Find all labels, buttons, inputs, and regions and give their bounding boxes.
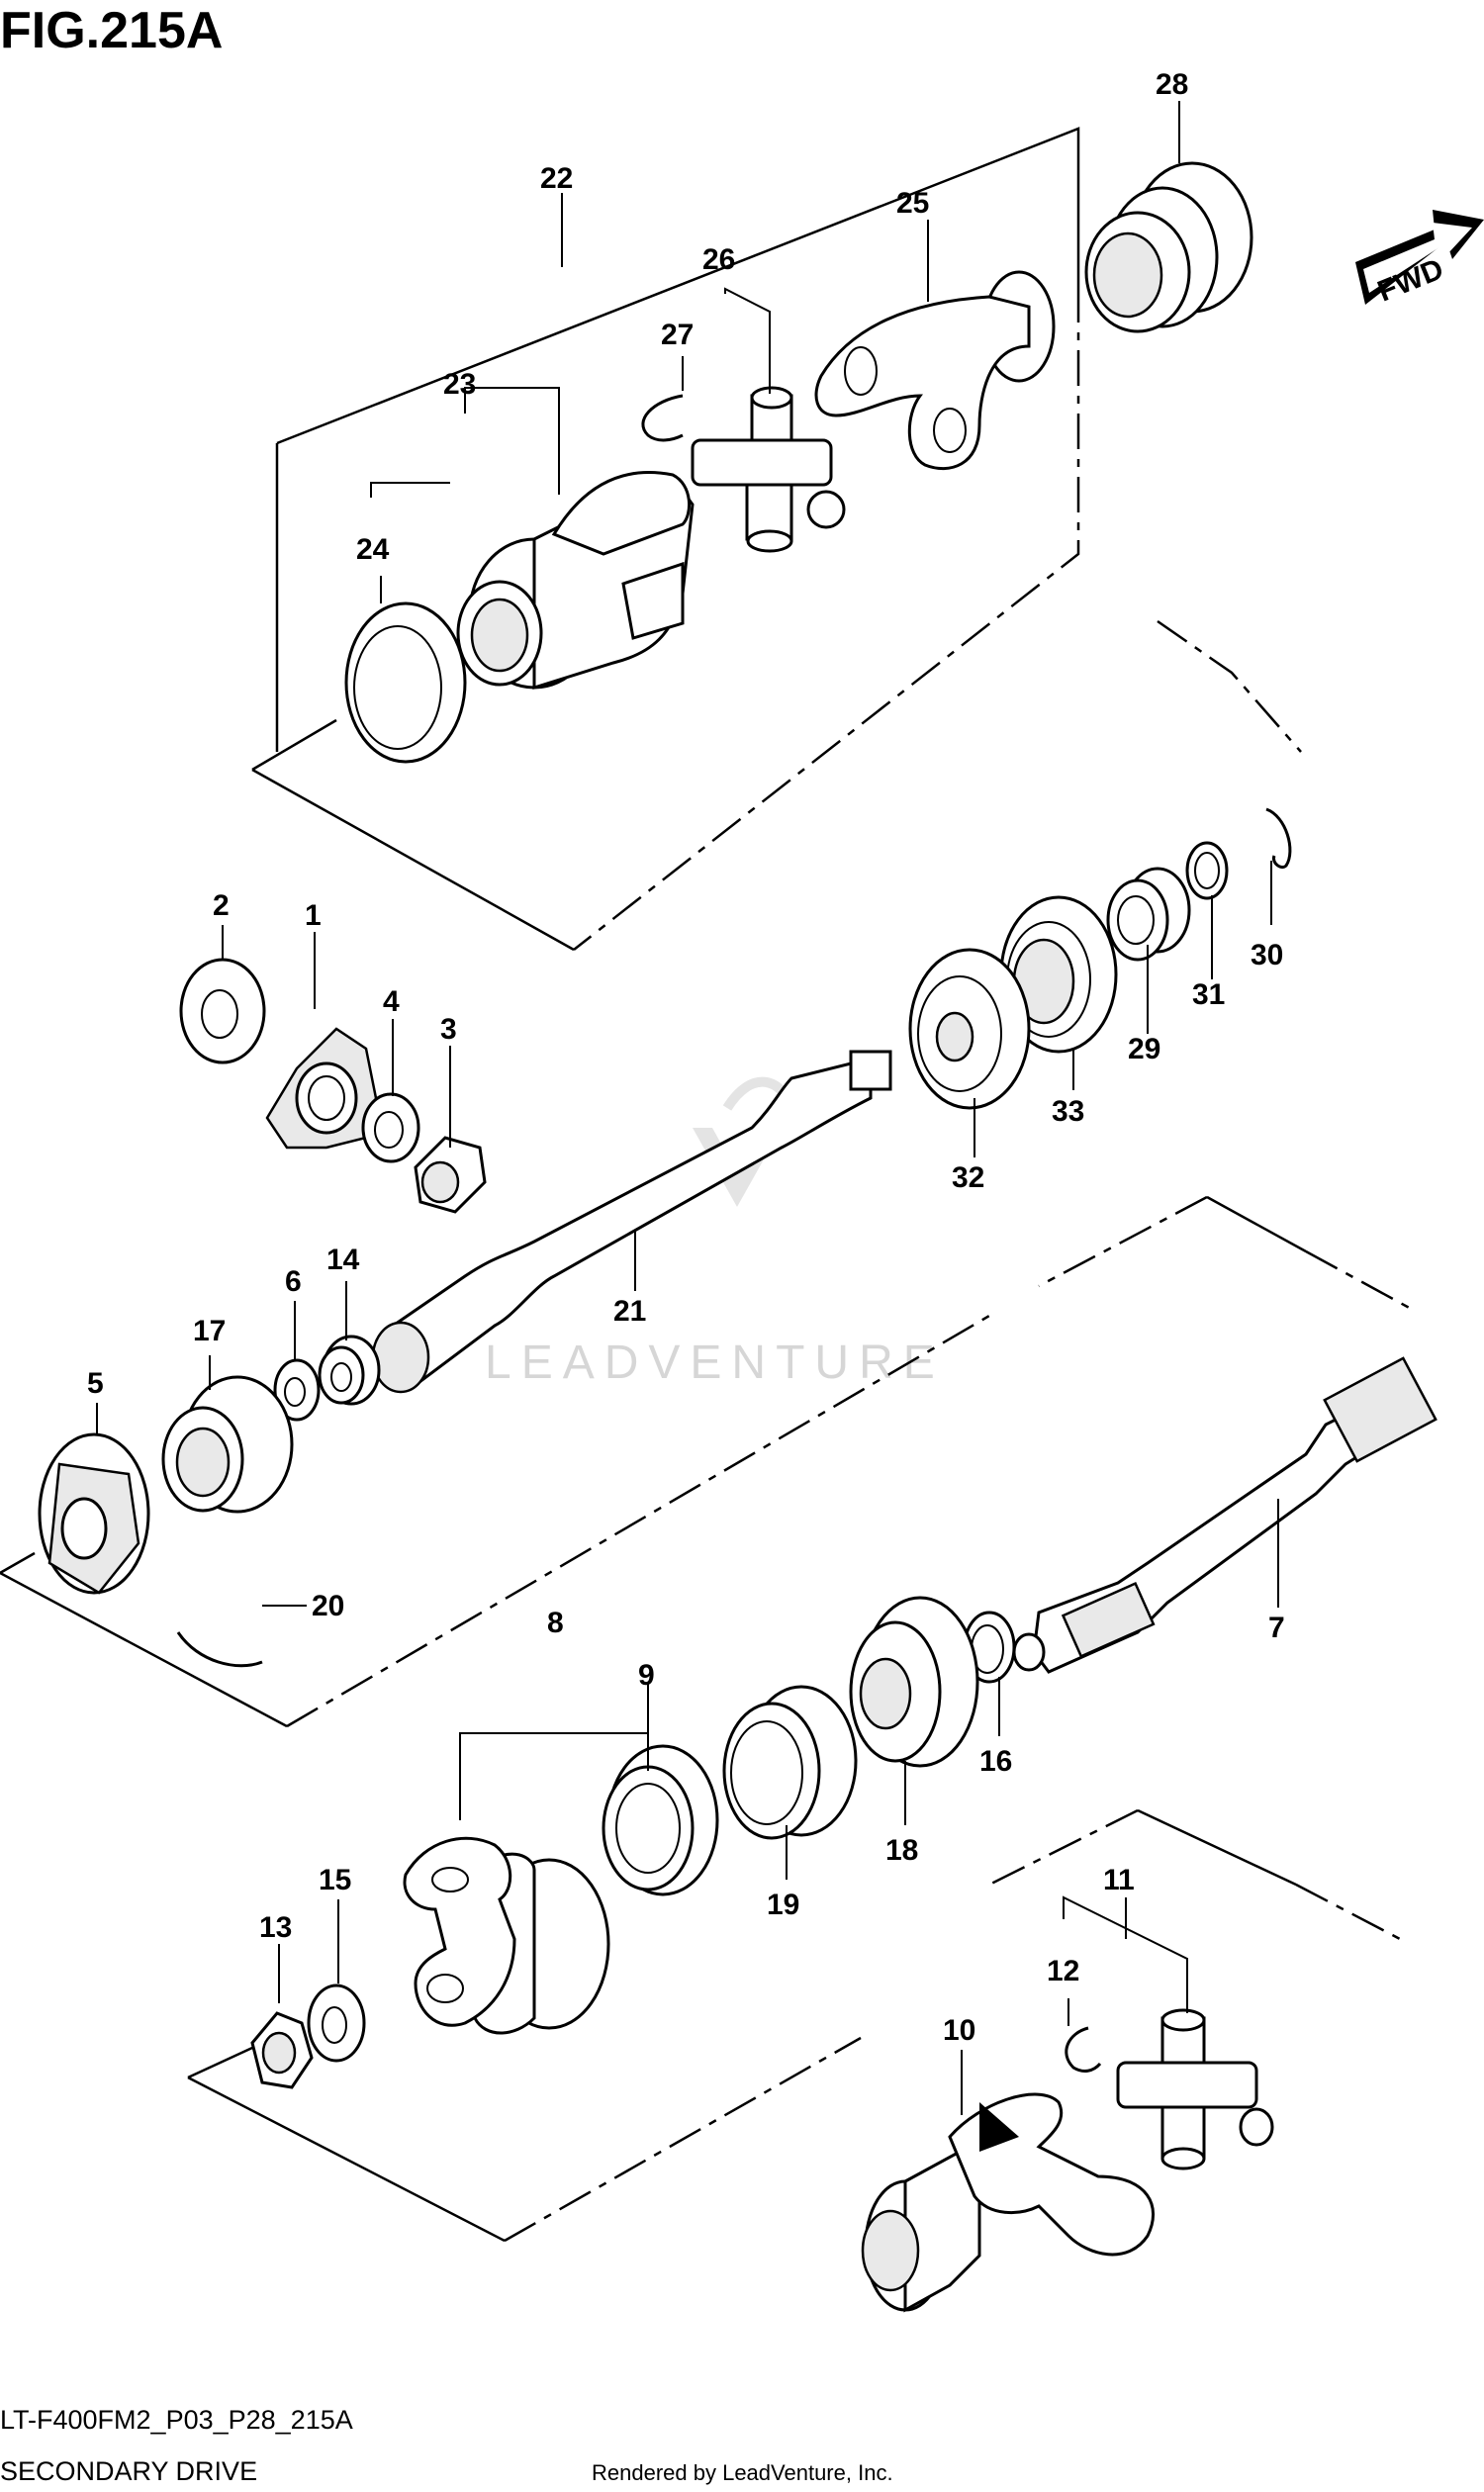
part-13-nut bbox=[250, 2011, 314, 2089]
part-23-yoke bbox=[456, 471, 695, 691]
leader-lines bbox=[96, 101, 1279, 2115]
callout-28: 28 bbox=[1156, 68, 1188, 101]
part-11-spider bbox=[1116, 2008, 1274, 2170]
callout-32: 32 bbox=[952, 1161, 984, 1194]
callout-9: 9 bbox=[638, 1659, 655, 1692]
callout-3: 3 bbox=[440, 1013, 457, 1046]
part-3-nut bbox=[414, 1136, 487, 1214]
callout-17: 17 bbox=[193, 1315, 226, 1347]
part-9-seal bbox=[602, 1744, 719, 1896]
callout-11: 11 bbox=[1103, 1864, 1135, 1896]
callout-24: 24 bbox=[356, 533, 390, 566]
callout-20: 20 bbox=[312, 1590, 344, 1622]
part-17-bearing bbox=[161, 1375, 294, 1514]
callout-14: 14 bbox=[326, 1244, 360, 1276]
callout-21: 21 bbox=[613, 1295, 646, 1328]
part-25-yoke bbox=[814, 270, 1056, 471]
part-21-shaft bbox=[371, 1050, 892, 1394]
callout-4: 4 bbox=[383, 985, 400, 1018]
callout-13: 13 bbox=[259, 1911, 292, 1944]
callout-19: 19 bbox=[767, 1889, 799, 1921]
callout-1: 1 bbox=[305, 899, 322, 932]
part-5-gear bbox=[38, 1432, 150, 1595]
part-18-bearing bbox=[849, 1596, 979, 1768]
model-code: LT-F400FM2_P03_P28_215A bbox=[0, 2405, 353, 2435]
part-28-boot bbox=[1084, 161, 1253, 333]
bottom-plane bbox=[187, 1808, 1401, 2243]
part-15-washer bbox=[307, 1984, 366, 2063]
part-26-spider bbox=[691, 386, 846, 553]
part-24-seal bbox=[344, 601, 467, 764]
part-30-circlip bbox=[1265, 807, 1292, 870]
fwd-arrow-icon: FWD bbox=[1355, 210, 1484, 309]
callout-5: 5 bbox=[87, 1367, 104, 1400]
part-4-washer bbox=[361, 1092, 420, 1163]
callout-31: 31 bbox=[1192, 978, 1225, 1011]
part-29-collar bbox=[1106, 867, 1191, 962]
callout-33: 33 bbox=[1052, 1095, 1084, 1128]
watermark-text: LEADVENTURE bbox=[485, 1337, 945, 1389]
callout-labels: 22 23 24 26 27 25 28 30 31 29 33 32 2 1 … bbox=[87, 68, 1285, 2047]
callout-18: 18 bbox=[885, 1834, 918, 1867]
part-6-washer bbox=[273, 1358, 321, 1422]
part-32-bearing bbox=[908, 948, 1031, 1110]
part-10-yoke bbox=[861, 2092, 1155, 2313]
part-14-collar bbox=[318, 1335, 381, 1406]
part-12-circlip bbox=[1065, 2026, 1102, 2073]
part-7-shaft bbox=[1012, 1356, 1438, 1674]
part-31-ring bbox=[1185, 841, 1229, 900]
group-22-outline bbox=[275, 127, 1080, 951]
section-name: SECONDARY DRIVE bbox=[0, 2456, 257, 2486]
callout-22: 22 bbox=[540, 162, 573, 195]
callout-12: 12 bbox=[1047, 1955, 1079, 1987]
rendered-by: Rendered by LeadVenture, Inc. bbox=[592, 2460, 893, 2485]
callout-27: 27 bbox=[661, 319, 694, 351]
callout-7: 7 bbox=[1268, 1612, 1285, 1644]
part-20-circlip bbox=[176, 1631, 263, 1668]
callout-8: 8 bbox=[547, 1607, 564, 1639]
middle-plane bbox=[0, 1195, 1416, 1728]
callout-15: 15 bbox=[319, 1864, 351, 1896]
callout-2: 2 bbox=[213, 889, 230, 922]
callout-29: 29 bbox=[1128, 1033, 1160, 1065]
part-1-gear bbox=[265, 1027, 378, 1150]
callout-6: 6 bbox=[285, 1265, 302, 1298]
callout-23: 23 bbox=[443, 368, 476, 401]
figure-title: FIG.215A bbox=[0, 2, 223, 59]
callout-10: 10 bbox=[943, 2014, 975, 2047]
part-27-circlip bbox=[641, 394, 684, 442]
callout-30: 30 bbox=[1251, 939, 1283, 971]
part-19-seal bbox=[722, 1685, 858, 1840]
part-2-washer bbox=[179, 958, 266, 1064]
group-22-plane bbox=[251, 619, 1302, 952]
part-33-seal bbox=[999, 895, 1118, 1054]
part-8-yoke bbox=[403, 1836, 610, 2035]
callout-26: 26 bbox=[702, 243, 735, 276]
callout-16: 16 bbox=[979, 1745, 1012, 1778]
callout-25: 25 bbox=[896, 187, 929, 220]
